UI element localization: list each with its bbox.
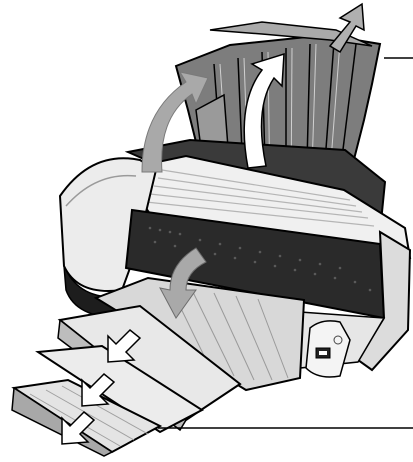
arrow-curved-down-icon [159,247,207,319]
arrow-up-right-icon [328,2,365,54]
arrow-curved-up-icon [243,52,285,169]
arrow-curved-left-icon [141,71,209,173]
paper-output-tray [11,276,306,457]
arrow-down-left-icon [61,328,142,445]
